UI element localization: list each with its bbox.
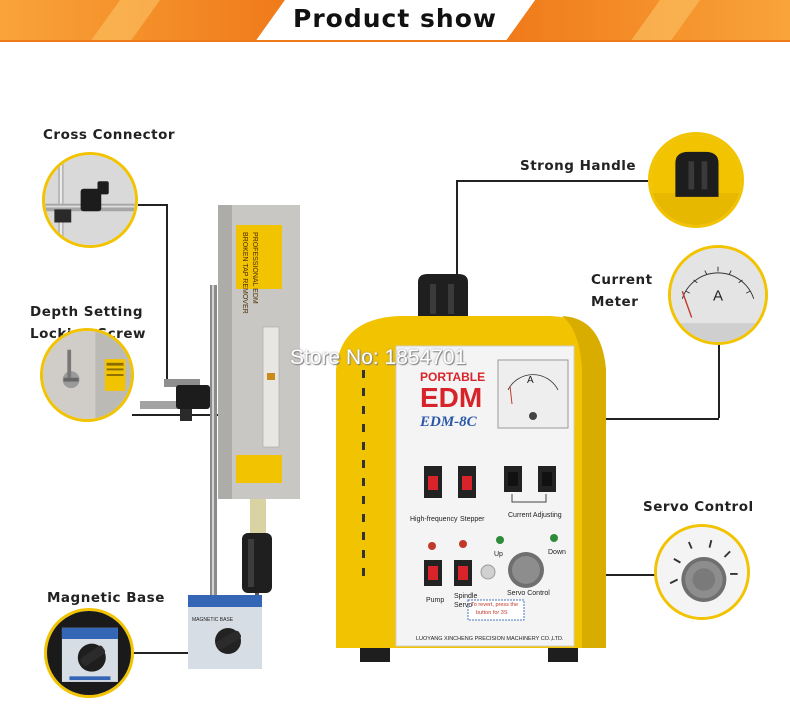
manufacturer-text: LUOYANG XINCHENG PRECISION MACHINERY CO.… [416,636,564,642]
model-text: EDM-8C [420,414,477,430]
revert-note-line1: To revert, press the [471,602,519,608]
servo-control-label: Servo Control [643,499,754,515]
depth-setting-label-line1: Depth Setting [30,304,143,320]
leader-line-cross [138,204,168,206]
leader-line-handle-v [456,180,458,275]
meter-letter: A [527,375,534,386]
brand-small-text: PORTABLE [420,370,486,384]
leader-line-meter-v [718,330,720,418]
cross-connector-detail-image [42,152,138,248]
stand-label-line2: PROFESSIONAL EDM [251,232,258,304]
down-label: Down [548,549,566,556]
current-meter-detail-image: A [668,245,768,345]
leader-line-cross-v [166,204,168,382]
high-frequency-switch-label: High-frequency [410,516,458,523]
servo-control-detail-image [654,524,750,620]
magnetic-base-detail-image [44,608,134,698]
current-meter-label-line1: Current [591,272,653,288]
brand-edm-text: EDM [420,382,483,413]
spindle-label: Spindle [454,593,478,600]
strong-handle-label: Strong Handle [520,158,637,174]
svg-text:A: A [713,288,723,305]
stepper-switch-label: Stepper [460,516,485,523]
stand-label-line1: BROKEN TAP REMOVER [241,232,248,314]
revert-note-line2: button for 3S [476,610,508,616]
current-adjusting-label: Current Adjusting [508,512,562,519]
header-banner [0,0,790,42]
magnetic-base-plate-label: MAGNETIC BASE [192,617,234,623]
servo-control-panel-label: Servo Control [507,590,550,597]
tap-remover-stand [140,195,310,675]
pump-label: Pump [426,597,445,604]
edm-machine-unit [300,270,620,670]
banner-graphic [0,0,790,42]
up-label: Up [494,551,503,558]
leader-line-meter [598,418,719,420]
strong-handle-detail-image [648,132,744,228]
page-title: Product show [293,4,497,33]
depth-screw-detail-image [40,328,134,422]
leader-line-servo [580,574,655,576]
cross-connector-label: Cross Connector [43,127,176,143]
current-meter-label-line2: Meter [591,294,639,310]
leader-line-magnetic [128,652,193,654]
leader-line-handle [456,180,648,182]
servo-label: Servo [454,602,473,609]
store-watermark: Store No: 1854701 [290,346,467,369]
magnetic-base-label: Magnetic Base [47,590,165,606]
